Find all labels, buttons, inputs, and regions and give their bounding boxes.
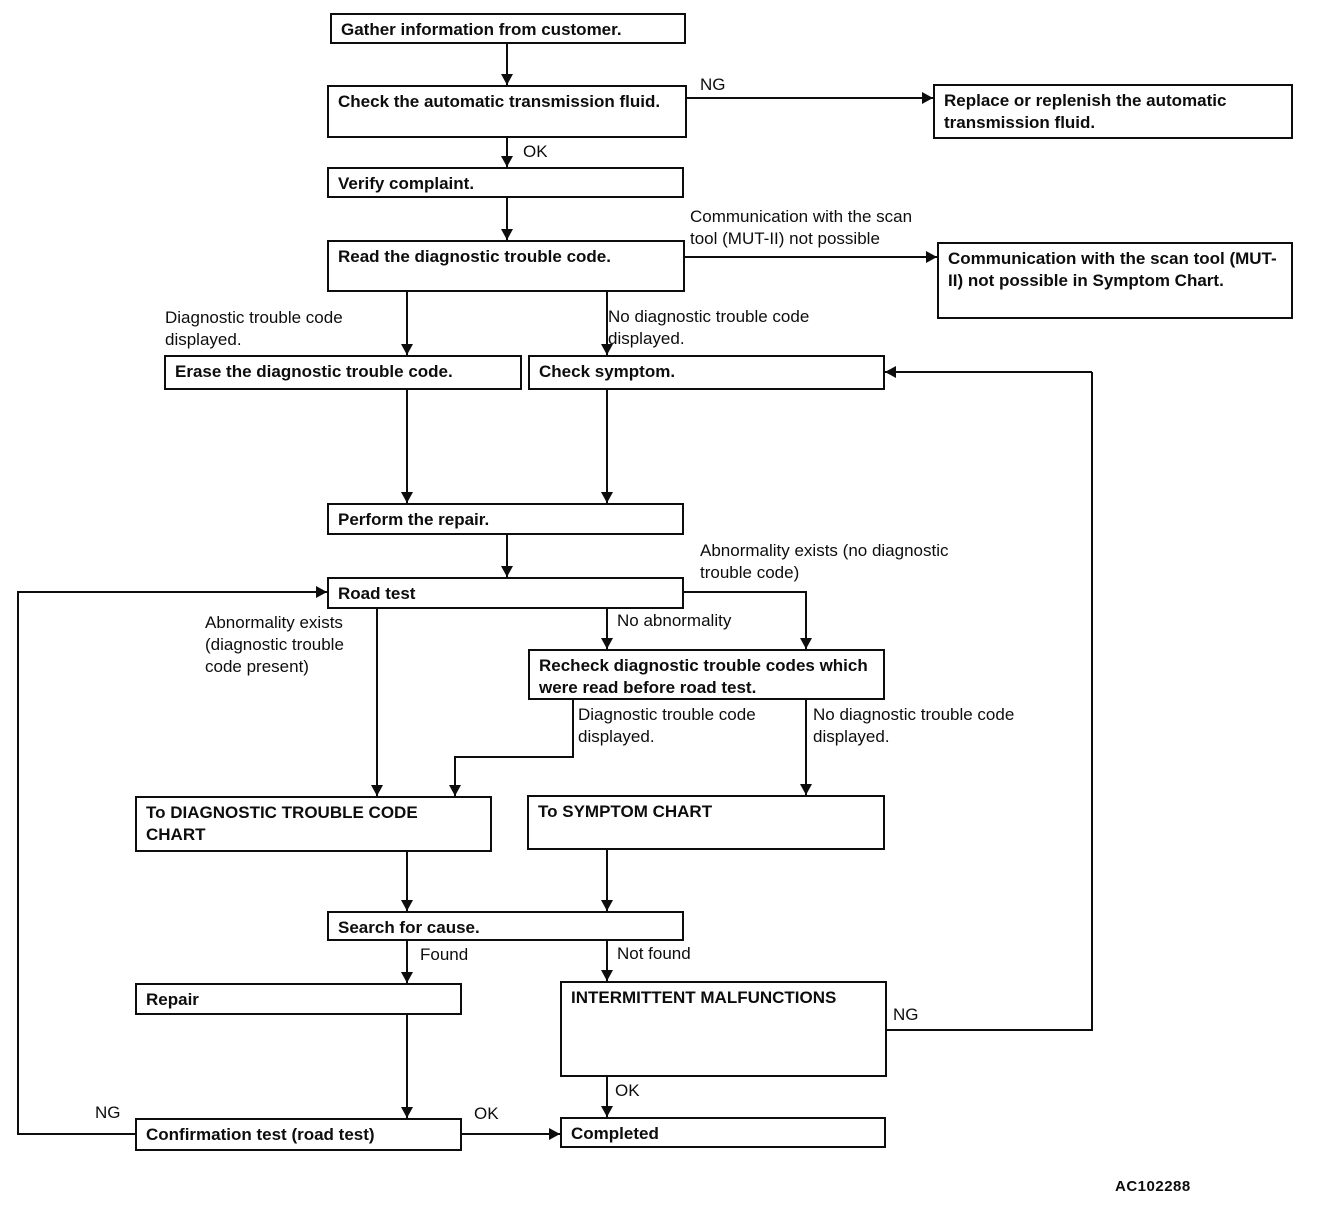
node-check-fluid: Check the automatic transmission fluid. bbox=[327, 85, 687, 138]
connector-horizontal-ok-confirmation bbox=[462, 1133, 560, 1135]
connector-vertical bbox=[606, 390, 608, 503]
edge-label-abnormality-no-dtc: Abnormality exists (no diagnostic troubl… bbox=[700, 541, 949, 583]
edge-label-comm-not-possible: Communication with the scan tool (MUT-II… bbox=[690, 207, 913, 249]
connector-horizontal-road-right bbox=[684, 591, 807, 593]
figure-code: AC102288 bbox=[1115, 1178, 1191, 1195]
edge-label-ok-fluid: OK bbox=[523, 142, 548, 161]
connector-vertical bbox=[606, 292, 608, 355]
arrow-down-icon bbox=[601, 344, 613, 355]
connector-vertical bbox=[406, 390, 408, 503]
arrow-down-icon bbox=[501, 156, 513, 167]
connector-vertical bbox=[606, 1077, 608, 1117]
connector-vertical bbox=[406, 941, 408, 983]
arrow-down-icon bbox=[401, 900, 413, 911]
connector-vertical bbox=[406, 1015, 408, 1118]
arrow-right-icon bbox=[926, 251, 937, 263]
node-check-symptom: Check symptom. bbox=[528, 355, 885, 390]
connector-vertical-ng-loop-right bbox=[1091, 372, 1093, 1031]
edge-label-no-dtc-displayed-2: No diagnostic trouble code displayed. bbox=[813, 705, 1015, 747]
arrow-down-icon bbox=[401, 1107, 413, 1118]
arrow-down-icon bbox=[601, 970, 613, 981]
connector-vertical bbox=[376, 609, 378, 796]
edge-label-ok-confirmation: OK bbox=[474, 1104, 499, 1123]
connector-vertical bbox=[454, 757, 456, 796]
node-repair: Repair bbox=[135, 983, 462, 1015]
edge-label-ok-intermittent: OK bbox=[615, 1081, 640, 1100]
arrow-down-icon bbox=[800, 638, 812, 649]
arrow-down-icon bbox=[601, 638, 613, 649]
node-road-test: Road test bbox=[327, 577, 684, 609]
edge-label-ng-fluid: NG bbox=[700, 75, 726, 94]
arrow-left-icon bbox=[885, 366, 896, 378]
node-erase-dtc: Erase the diagnostic trouble code. bbox=[164, 355, 522, 390]
node-comm-not-possible: Communication with the scan tool (MUT-II… bbox=[937, 242, 1293, 319]
connector-horizontal-into-check-symptom bbox=[885, 371, 1092, 373]
arrow-down-icon bbox=[449, 785, 461, 796]
arrow-down-icon bbox=[501, 566, 513, 577]
edge-label-dtc-displayed-2: Diagnostic trouble code displayed. bbox=[578, 705, 756, 747]
node-search-for-cause: Search for cause. bbox=[327, 911, 684, 941]
connector-horizontal-ng-fluid bbox=[687, 97, 933, 99]
node-recheck-dtc: Recheck diagnostic trouble codes which w… bbox=[528, 649, 885, 700]
connector-horizontal-ng-into-road-test bbox=[17, 591, 327, 593]
arrow-down-icon bbox=[601, 900, 613, 911]
arrow-right-icon bbox=[316, 586, 327, 598]
arrow-down-icon bbox=[601, 1106, 613, 1117]
connector-vertical bbox=[506, 44, 508, 85]
connector-vertical bbox=[406, 292, 408, 355]
edge-label-dtc-displayed-1: Diagnostic trouble code displayed. bbox=[165, 308, 343, 350]
connector-vertical bbox=[606, 850, 608, 911]
connector-vertical bbox=[506, 138, 508, 167]
arrow-down-icon bbox=[401, 344, 413, 355]
connector-vertical bbox=[572, 700, 574, 757]
node-completed: Completed bbox=[560, 1117, 886, 1148]
arrow-down-icon bbox=[501, 229, 513, 240]
connector-vertical bbox=[406, 852, 408, 911]
edge-label-ng-confirmation: NG bbox=[95, 1103, 121, 1122]
edge-label-no-abnormality: No abnormality bbox=[617, 611, 732, 630]
arrow-down-icon bbox=[371, 785, 383, 796]
connector-vertical bbox=[606, 941, 608, 981]
edge-label-not-found: Not found bbox=[617, 944, 691, 963]
node-replace-fluid: Replace or replenish the automatic trans… bbox=[933, 84, 1293, 139]
connector-vertical bbox=[606, 609, 608, 649]
edge-label-abnormality-dtc: Abnormality exists (diagnostic trouble c… bbox=[205, 613, 344, 677]
node-to-dtc-chart: To DIAGNOSTIC TROUBLE CODE CHART bbox=[135, 796, 492, 852]
edge-label-no-dtc-displayed-1: No diagnostic trouble code displayed. bbox=[608, 307, 810, 349]
node-confirmation-test: Confirmation test (road test) bbox=[135, 1118, 462, 1151]
arrow-right-icon bbox=[922, 92, 933, 104]
arrow-right-icon bbox=[549, 1128, 560, 1140]
arrow-down-icon bbox=[401, 972, 413, 983]
arrow-down-icon bbox=[601, 492, 613, 503]
connector-vertical bbox=[506, 198, 508, 240]
edge-label-found: Found bbox=[420, 945, 469, 964]
connector-vertical bbox=[805, 700, 807, 795]
arrow-down-icon bbox=[401, 492, 413, 503]
connector-horizontal-comm bbox=[685, 256, 937, 258]
node-read-dtc: Read the diagnostic trouble code. bbox=[327, 240, 685, 292]
node-intermittent-malfunctions: INTERMITTENT MALFUNCTIONS bbox=[560, 981, 887, 1077]
connector-horizontal-ng-intermittent bbox=[887, 1029, 1093, 1031]
connector-horizontal-jog bbox=[454, 756, 574, 758]
connector-vertical bbox=[805, 592, 807, 649]
connector-vertical bbox=[506, 535, 508, 577]
node-gather-information: Gather information from customer. bbox=[330, 13, 686, 44]
arrow-down-icon bbox=[800, 784, 812, 795]
connector-horizontal-ng-confirmation bbox=[17, 1133, 136, 1135]
edge-label-ng-intermittent: NG bbox=[893, 1005, 919, 1024]
connector-vertical-ng-loop-left bbox=[17, 592, 19, 1135]
arrow-down-icon bbox=[501, 74, 513, 85]
node-to-symptom-chart: To SYMPTOM CHART bbox=[527, 795, 885, 850]
node-perform-repair: Perform the repair. bbox=[327, 503, 684, 535]
node-verify-complaint: Verify complaint. bbox=[327, 167, 684, 198]
